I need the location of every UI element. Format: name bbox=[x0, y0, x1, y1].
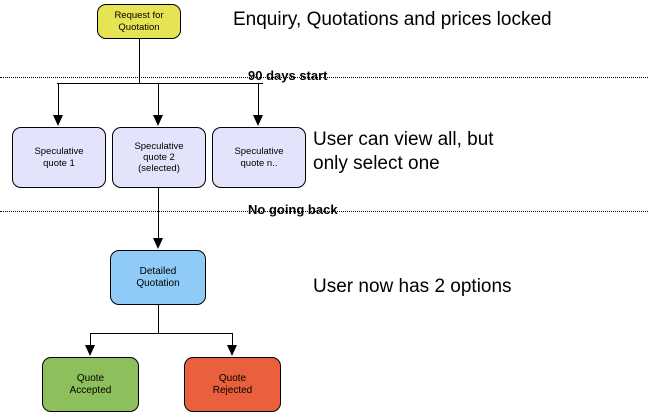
connector-rfq-stem bbox=[139, 39, 140, 83]
connector-to-specn bbox=[258, 83, 259, 116]
phase-label-no-going-back: No going back bbox=[248, 202, 338, 217]
phase-label-90-days-start: 90 days start bbox=[248, 68, 328, 83]
node-speculative-quote-1[interactable]: Speculative quote 1 bbox=[12, 127, 106, 188]
arrowhead-to-spec2 bbox=[153, 115, 163, 126]
connector-to-accepted bbox=[90, 333, 91, 346]
connector-to-spec1 bbox=[58, 83, 59, 116]
node-detailed-quotation[interactable]: Detailed Quotation bbox=[110, 250, 206, 305]
connector-detailed-stem bbox=[158, 305, 159, 333]
connector-to-rejected bbox=[232, 333, 233, 346]
annotation-enquiry-prices-locked: Enquiry, Quotations and prices locked bbox=[233, 9, 552, 30]
node-quote-accepted[interactable]: Quote Accepted bbox=[42, 357, 139, 412]
node-speculative-quote-n[interactable]: Speculative quote n.. bbox=[212, 127, 306, 188]
arrowhead-to-spec1 bbox=[53, 115, 63, 126]
arrowhead-to-specn bbox=[253, 115, 263, 126]
arrowhead-to-detailed bbox=[153, 238, 163, 249]
node-request-for-quotation[interactable]: Request for Quotation bbox=[97, 4, 181, 39]
arrowhead-to-rejected bbox=[227, 345, 237, 356]
connector-detailed-bus bbox=[90, 333, 232, 334]
connector-rfq-bus bbox=[57, 83, 263, 84]
annotation-view-all-select-one: User can view all, but only select one bbox=[313, 129, 494, 175]
phase-divider-bottom bbox=[0, 211, 648, 212]
connector-to-spec2 bbox=[158, 83, 159, 116]
phase-divider-top bbox=[0, 77, 648, 78]
annotation-two-options: User now has 2 options bbox=[313, 276, 512, 297]
arrowhead-to-accepted bbox=[85, 345, 95, 356]
node-quote-rejected[interactable]: Quote Rejected bbox=[184, 357, 281, 412]
node-speculative-quote-2-selected[interactable]: Speculative quote 2 (selected) bbox=[112, 127, 206, 188]
connector-spec2-to-detailed bbox=[158, 188, 159, 238]
